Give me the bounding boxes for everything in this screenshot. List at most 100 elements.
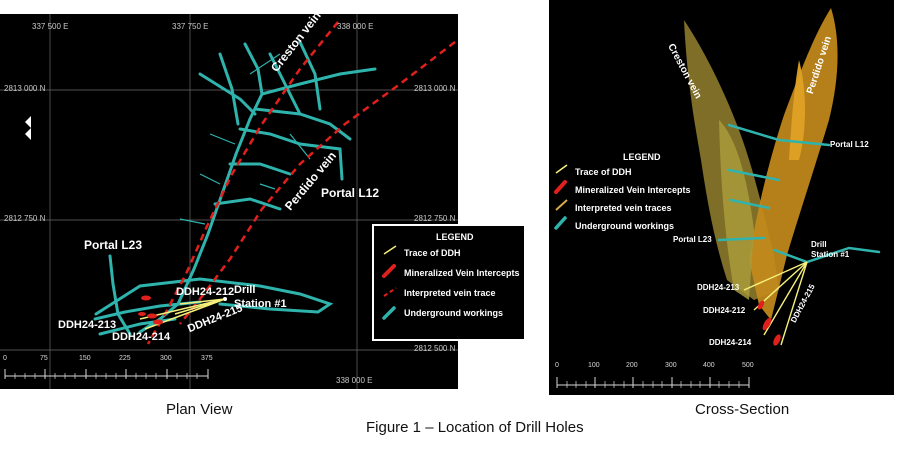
plan-label-ddh212: DDH24-212 bbox=[176, 286, 235, 298]
thin-6 bbox=[259, 183, 276, 190]
legend-swatch-intercepts bbox=[382, 264, 396, 278]
cross-section-view: 0 100 200 300 400 500 Creston vein Perdi… bbox=[549, 0, 894, 395]
perdido-vein-solid bbox=[749, 8, 838, 320]
working-l23-loop bbox=[94, 277, 334, 316]
intercept-1 bbox=[141, 295, 151, 301]
xsec-legend: LEGEND Trace of DDH Mineralized Vein Int… bbox=[553, 148, 713, 238]
xsec-legend-swatches bbox=[554, 164, 568, 230]
vein-solids bbox=[684, 8, 838, 320]
xsec-legend-swatch-intercepts bbox=[554, 180, 567, 194]
plan-label-ddh214: DDH24-214 bbox=[112, 331, 171, 343]
grid-label-n3-right: 2812 500 N bbox=[414, 344, 456, 353]
cross-section-caption: Cross-Section bbox=[695, 401, 790, 418]
scale-label-150: 150 bbox=[79, 355, 91, 362]
xsec-label-ddh213: DDH24-213 bbox=[697, 283, 740, 292]
plan-label-portal-l12: Portal L12 bbox=[321, 186, 380, 200]
xsec-label-drill-station-line2: Station #1 bbox=[811, 250, 850, 259]
xsec-ddh-traces bbox=[743, 261, 808, 346]
xsec-scale-label-100: 100 bbox=[588, 362, 600, 369]
working-portal-l23 bbox=[108, 254, 132, 336]
legend-swatch-ddh-trace bbox=[383, 245, 397, 255]
working-portal-l12 bbox=[238, 127, 344, 181]
thin-3 bbox=[199, 173, 221, 185]
xsec-scale-label-500: 500 bbox=[742, 362, 754, 369]
xsec-ddh-213 bbox=[743, 261, 808, 291]
plan-view-caption: Plan View bbox=[166, 401, 233, 418]
drill-station-marker bbox=[223, 297, 227, 301]
plan-view-map: 337 500 E 337 750 E 338 000 E 338 000 E … bbox=[0, 14, 458, 389]
scale-label-225: 225 bbox=[119, 355, 131, 362]
scale-label-375: 375 bbox=[201, 355, 213, 362]
grid-label-n1-right: 2813 000 N bbox=[414, 84, 456, 93]
plan-scale-bar bbox=[4, 369, 209, 379]
scale-minor-ticks bbox=[14, 373, 198, 379]
intercept-2 bbox=[147, 313, 157, 319]
thin-1 bbox=[249, 53, 281, 75]
working-south-2 bbox=[98, 317, 177, 336]
grid-label-e4: 338 000 E bbox=[336, 376, 373, 385]
xsec-working-l23 bbox=[717, 236, 766, 242]
xsec-intercept-3 bbox=[757, 300, 765, 310]
xsec-scale-label-400: 400 bbox=[703, 362, 715, 369]
plan-legend: LEGEND Trace of DDH Mineralized Vein Int… bbox=[372, 224, 526, 341]
plan-legend-item-ddh-trace: Trace of DDH bbox=[404, 248, 461, 258]
plan-legend-item-vein-trace: Interpreted vein trace bbox=[404, 288, 496, 298]
north-arrow-icon bbox=[25, 116, 31, 128]
xsec-legend-item-workings: Underground workings bbox=[575, 221, 674, 231]
working-mid-2 bbox=[213, 197, 282, 211]
plan-legend-title: LEGEND bbox=[436, 232, 474, 242]
north-arrow-icon-lower bbox=[25, 128, 31, 140]
xsec-legend-item-intercepts: Mineralized Vein Intercepts bbox=[575, 185, 691, 195]
scale-label-300: 300 bbox=[160, 355, 172, 362]
figure-caption: Figure 1 – Location of Drill Holes bbox=[366, 419, 584, 436]
grid-label-n2-right: 2812 750 N bbox=[414, 214, 456, 223]
xsec-label-ddh214: DDH24-214 bbox=[709, 338, 752, 347]
legend-swatch-vein-trace bbox=[383, 287, 397, 297]
thin-5 bbox=[289, 133, 311, 160]
xsec-scale-label-200: 200 bbox=[626, 362, 638, 369]
xsec-label-portal-l12: Portal L12 bbox=[830, 140, 869, 149]
xsec-intercepts bbox=[757, 300, 781, 346]
xsec-workings bbox=[717, 123, 881, 264]
grid-label-n1-left: 2813 000 N bbox=[4, 84, 46, 93]
scale-label-75: 75 bbox=[40, 355, 48, 362]
working-ne-2 bbox=[253, 107, 352, 141]
plan-grid bbox=[0, 14, 458, 389]
grid-label-n2-left: 2812 750 N bbox=[4, 214, 46, 223]
plan-label-drill-station-line1: Drill bbox=[234, 284, 256, 296]
plan-label-drill-station-line2: Station #1 bbox=[234, 298, 287, 310]
plan-label-ddh213: DDH24-213 bbox=[58, 319, 117, 331]
thin-2 bbox=[209, 133, 236, 145]
xsec-working-mid bbox=[727, 168, 781, 182]
working-ne-1 bbox=[260, 67, 377, 96]
working-nw bbox=[198, 72, 257, 116]
xsec-scale-label-0: 0 bbox=[555, 362, 559, 369]
grid-label-e1: 337 500 E bbox=[32, 22, 69, 31]
cross-section-graphics bbox=[556, 8, 881, 388]
xsec-scale-minor bbox=[566, 381, 740, 388]
working-north-2 bbox=[268, 52, 302, 116]
xsec-intercept-2 bbox=[773, 334, 781, 346]
xsec-label-drill-station-line1: Drill bbox=[811, 240, 827, 249]
working-north-1 bbox=[298, 40, 322, 111]
xsec-label-portal-l23: Portal L23 bbox=[673, 235, 712, 244]
plan-legend-swatches bbox=[382, 245, 397, 320]
ddh-212-trace bbox=[179, 298, 226, 305]
workings-thin bbox=[179, 53, 311, 225]
xsec-scale-bar bbox=[556, 377, 750, 388]
perdido-highlight bbox=[789, 60, 805, 160]
xsec-legend-item-ddh: Trace of DDH bbox=[575, 167, 632, 177]
grid-label-e3: 338 000 E bbox=[337, 22, 374, 31]
xsec-intercept-1 bbox=[762, 317, 772, 331]
xsec-legend-title: LEGEND bbox=[623, 152, 661, 162]
xsec-legend-swatch-vein bbox=[555, 199, 568, 211]
plan-view-graphics bbox=[0, 14, 458, 389]
plan-legend-item-workings: Underground workings bbox=[404, 308, 503, 318]
grid-label-e2: 337 750 E bbox=[172, 22, 209, 31]
plan-legend-item-intercepts: Mineralized Vein Intercepts bbox=[404, 268, 520, 278]
intercept-3 bbox=[153, 319, 163, 325]
xsec-ddh-215 bbox=[780, 261, 808, 346]
working-trunk bbox=[176, 42, 264, 306]
xsec-working-l12 bbox=[727, 123, 831, 147]
xsec-legend-item-vein: Interpreted vein traces bbox=[575, 203, 672, 213]
